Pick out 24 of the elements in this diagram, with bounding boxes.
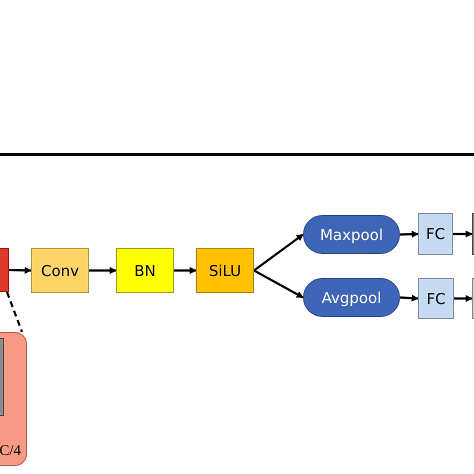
pooling-node <box>303 278 400 317</box>
node-label: Avgpool <box>322 288 382 306</box>
pooling-node <box>303 215 400 254</box>
process-box <box>196 248 254 293</box>
arrow <box>453 230 473 238</box>
process-box <box>418 213 453 255</box>
node-label: FC <box>426 290 446 308</box>
process-box <box>31 248 89 293</box>
node-label: BN <box>134 262 156 280</box>
arrow <box>253 270 304 298</box>
arrow <box>8 266 32 274</box>
node-label: C/4 <box>0 443 21 460</box>
node-label: Maxpool <box>320 226 384 244</box>
arrow <box>454 295 473 302</box>
arrow <box>253 234 304 272</box>
arrow <box>174 267 197 274</box>
arrow <box>400 230 419 238</box>
node-label: FC <box>426 225 446 243</box>
node-label: SiLU <box>208 262 242 280</box>
process-box <box>116 248 174 293</box>
arrow <box>89 267 117 274</box>
process-box <box>418 278 454 319</box>
node-label: Conv <box>40 262 80 280</box>
arrow <box>400 294 419 302</box>
